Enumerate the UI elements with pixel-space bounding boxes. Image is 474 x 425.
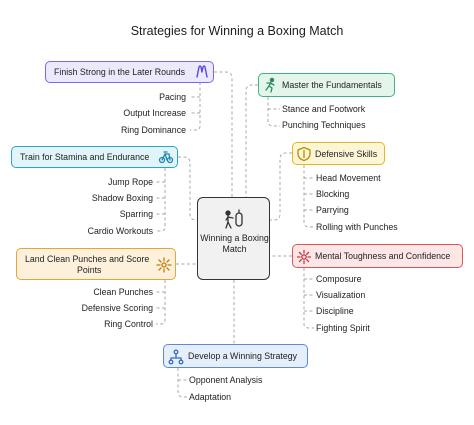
leaf-pacing: Pacing — [159, 92, 186, 102]
leaf-head-movement: Head Movement — [316, 173, 381, 183]
branch-train-stamina-label: Train for Stamina and Endurance — [20, 152, 150, 162]
branch-master-fundamentals: Master the Fundamentals — [258, 73, 395, 97]
leaf-ring-dominance: Ring Dominance — [120, 125, 186, 135]
leaf-composure: Composure — [316, 274, 362, 284]
branch-land-clean-punches: Land Clean Punches and Score Points — [16, 248, 176, 280]
leaf-ring-control: Ring Control — [104, 319, 153, 329]
bike-icon — [158, 151, 174, 164]
leaf-fighting-spirit: Fighting Spirit — [316, 323, 370, 333]
branch-defensive-skills-label: Defensive Skills — [315, 149, 378, 159]
center-label: Winning a Boxing Match — [200, 233, 269, 254]
strategy-icon — [168, 349, 184, 365]
leaf-sparring: Sparring — [119, 209, 153, 219]
leaf-rolling-with-punches: Rolling with Punches — [316, 222, 398, 232]
target-icon — [156, 257, 172, 273]
branch-winning-strategy-label: Develop a Winning Strategy — [188, 351, 298, 361]
leaf-blocking: Blocking — [316, 189, 350, 199]
leaf-opponent-analysis: Opponent Analysis — [189, 375, 263, 385]
leaf-clean-punches: Clean Punches — [93, 287, 153, 297]
leaf-discipline: Discipline — [316, 306, 354, 316]
branch-train-stamina: Train for Stamina and Endurance — [11, 146, 178, 168]
center-node: Winning a Boxing Match — [197, 197, 270, 280]
branch-defensive-skills: Defensive Skills — [292, 142, 385, 165]
branch-mental-toughness-label: Mental Toughness and Confidence — [315, 251, 451, 261]
grip-icon — [196, 65, 208, 78]
branch-winning-strategy: Develop a Winning Strategy — [163, 344, 308, 368]
branch-land-clean-punches-label-line2: Points — [77, 265, 102, 275]
punching-bag-icon — [225, 209, 243, 229]
runner-icon — [265, 77, 275, 93]
leaf-defensive-scoring: Defensive Scoring — [81, 303, 153, 313]
branch-mental-toughness: Mental Toughness and Confidence — [292, 244, 463, 268]
leaf-cardio-workouts: Cardio Workouts — [87, 226, 153, 236]
leaf-stance-footwork: Stance and Footwork — [282, 104, 366, 114]
leaf-punching-techniques: Punching Techniques — [282, 120, 366, 130]
branch-finish-strong: Finish Strong in the Later Rounds — [45, 61, 214, 83]
branch-master-fundamentals-label: Master the Fundamentals — [282, 80, 382, 90]
leaf-parrying: Parrying — [316, 205, 349, 215]
leaf-shadow-boxing: Shadow Boxing — [91, 193, 153, 203]
shield-icon — [297, 146, 311, 162]
branch-finish-strong-label: Finish Strong in the Later Rounds — [54, 67, 186, 77]
leaf-jump-rope: Jump Rope — [108, 177, 153, 187]
leaf-output-increase: Output Increase — [123, 108, 186, 118]
branch-land-clean-punches-label-line1: Land Clean Punches and Score — [25, 254, 150, 264]
diagram-title: Strategies for Winning a Boxing Match — [130, 24, 344, 38]
leaf-visualization: Visualization — [316, 290, 366, 300]
brain-icon — [296, 249, 312, 265]
leaf-adaptation: Adaptation — [189, 392, 232, 402]
